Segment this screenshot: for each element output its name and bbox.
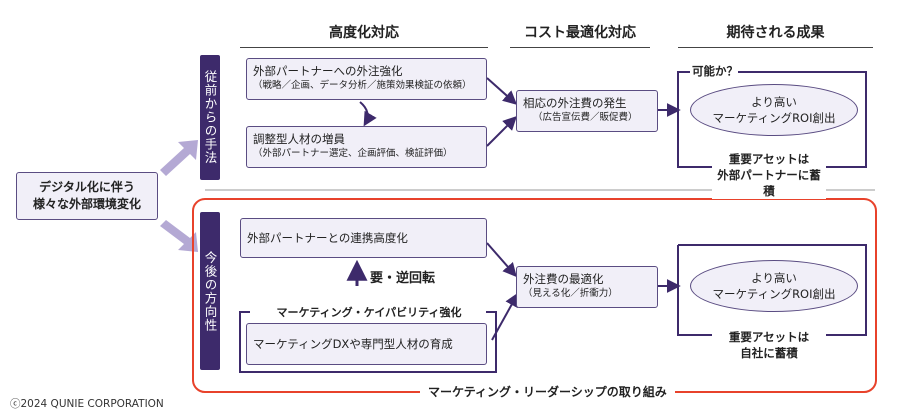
- asset-bottom-line2: 自社に蓄積: [740, 346, 798, 360]
- box-coordinators-title: 調整型人材の増員: [253, 132, 345, 146]
- ellipse-roi-top: より高い マーケティングROI創出: [690, 84, 858, 136]
- box-coordinators: 調整型人材の増員 （外部パートナー選定、企画評価、検証評価）: [246, 126, 487, 168]
- ellipse-roi-top-line2: マーケティングROI創出: [712, 111, 836, 125]
- curved-arrow-down: [359, 101, 377, 127]
- ellipse-roi-bottom-line2: マーケティングROI創出: [712, 287, 836, 301]
- asset-top-line1: 重要アセットは: [728, 152, 810, 166]
- box-coordinators-sub: （外部パートナー選定、企画評価、検証評価）: [253, 148, 453, 159]
- arrow-box1-to-cost: [486, 77, 518, 105]
- ellipse-roi-bottom-line1: より高い: [751, 271, 797, 285]
- ellipse-roi-bottom: より高い マーケティングROI創出: [690, 260, 858, 312]
- capability-bracket: [239, 311, 497, 373]
- box-outsourcing: 外部パートナーへの外注強化 （戦略／企画、データ分析／施策効果検証の依頼）: [246, 58, 487, 100]
- environment-change-line2: 様々な外部環境変化: [32, 197, 141, 211]
- box-dx-talent: マーケティングDXや専門型人材の育成: [246, 323, 487, 365]
- reverse-label: 要・逆回転: [370, 271, 436, 286]
- environment-change-box: デジタル化に伴う 様々な外部環境変化: [16, 172, 158, 220]
- asset-top-line2: 外部パートナーに蓄積: [717, 168, 821, 198]
- environment-change-line1: デジタル化に伴う: [39, 180, 135, 194]
- box-outsourcing-title: 外部パートナーへの外注強化: [253, 64, 403, 78]
- arrow-box2-to-cost: [486, 116, 517, 147]
- leadership-label: マーケティング・リーダーシップの取り組み: [420, 383, 675, 400]
- asset-bottom-label: 重要アセットは 自社に蓄積: [712, 329, 826, 361]
- light-arrow-up: [160, 140, 198, 176]
- question-label: 可能か？: [692, 63, 738, 79]
- ellipse-roi-top-line1: より高い: [751, 95, 797, 109]
- box-cost-optimization-title: 外注費の最適化: [523, 272, 604, 286]
- result-bracket-top: [677, 71, 867, 168]
- header-results: 期待される成果: [678, 22, 873, 48]
- light-arrow-down: [160, 220, 198, 252]
- box-cost-optimization: 外注費の最適化 （見える化／折衝力）: [516, 266, 658, 308]
- box-partner-collaboration-title: 外部パートナーとの連携高度化: [247, 231, 408, 245]
- box-cost-optimization-sub: （見える化／折衝力）: [523, 288, 618, 299]
- capability-label: マーケティング・ケイパビリティ強化: [256, 304, 482, 320]
- sidebar-conventional: 従前からの手法: [200, 55, 220, 180]
- result-bracket-bottom: [677, 244, 867, 336]
- asset-top-label: 重要アセットは 外部パートナーに蓄積: [712, 151, 826, 199]
- sidebar-future: 今後の方向性: [200, 212, 220, 370]
- box-cost-incurred-title: 相応の外注費の発生: [523, 96, 627, 110]
- box-cost-incurred-sub: （広告宣伝費／販促費）: [533, 112, 638, 123]
- asset-bottom-line1: 重要アセットは: [728, 330, 810, 344]
- box-cost-incurred: 相応の外注費の発生 （広告宣伝費／販促費）: [516, 90, 658, 132]
- box-outsourcing-sub: （戦略／企画、データ分析／施策効果検証の依頼）: [253, 80, 472, 91]
- box-dx-talent-title: マーケティングDXや専門型人材の育成: [253, 337, 453, 351]
- header-cost: コスト最適化対応: [510, 22, 650, 48]
- header-advanced: 高度化対応: [240, 22, 488, 48]
- arrow-box3-to-cost: [486, 242, 517, 278]
- copyright: ⓒ2024 QUNIE CORPORATION: [10, 398, 164, 410]
- box-partner-collaboration: 外部パートナーとの連携高度化: [240, 218, 487, 258]
